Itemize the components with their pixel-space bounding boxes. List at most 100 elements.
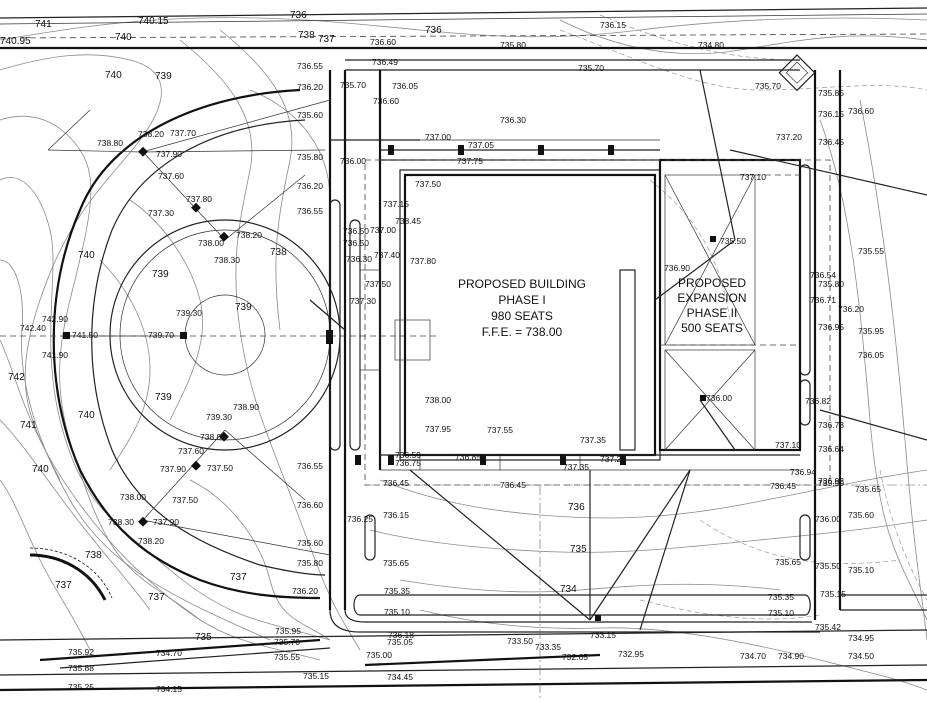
spot-elevation: 736.30 — [500, 115, 526, 125]
spot-elevation: 737.00 — [370, 225, 396, 235]
contour-label: 737 — [230, 572, 247, 583]
contour-label: 740.15 — [138, 16, 169, 27]
spot-elevation: 737.95 — [425, 424, 451, 434]
spot-elevation: 737.70 — [170, 128, 196, 138]
contour-label: 738 — [298, 30, 315, 41]
contour-label: 737 — [318, 34, 335, 45]
spot-elevation: 736.90 — [664, 263, 690, 273]
contour-label: 742 — [8, 372, 25, 383]
spot-elevation: 741.90 — [42, 350, 68, 360]
building-name-line1: PROPOSED BUILDING — [458, 277, 586, 291]
spot-elevation: 736.55 — [297, 61, 323, 71]
spot-elevation: 735.00 — [366, 650, 392, 660]
spot-elevation: 741.50 — [72, 330, 98, 340]
spot-elevation: 736.95 — [818, 322, 844, 332]
spot-elevation: 735.95 — [275, 626, 301, 636]
spot-elevation: 736.59 — [395, 450, 421, 460]
spot-elevation: 736.50 — [343, 238, 369, 248]
spot-elevation: 733.50 — [507, 636, 533, 646]
contour-label: 741 — [20, 420, 37, 431]
spot-elevation: 735.65 — [383, 558, 409, 568]
spot-elevation: 736.85 — [455, 452, 481, 462]
spot-elevation: 737.20 — [776, 132, 802, 142]
contour-label: 737 — [148, 592, 165, 603]
spot-elevation: 736.94 — [790, 467, 816, 477]
spot-elevation: 737.35 — [580, 435, 606, 445]
spot-elevation: 736.18 — [388, 630, 414, 640]
contour-label: 741 — [35, 19, 52, 30]
spot-elevation: 734.15 — [156, 684, 182, 694]
spot-elevation: 742.40 — [20, 323, 46, 333]
spot-elevation: 736.60 — [297, 500, 323, 510]
spot-elevation: 735.50 — [815, 561, 841, 571]
spot-elevation: 737.60 — [178, 446, 204, 456]
spot-elevation: 738.20 — [236, 230, 262, 240]
spot-elevation: 736.20 — [292, 586, 318, 596]
diamond-structure — [778, 54, 816, 92]
spot-elevation: 736.50 — [343, 226, 369, 236]
spot-elevation: 738.30 — [214, 255, 240, 265]
spot-elevation: 736.15 — [818, 109, 844, 119]
contour-label: 737 — [55, 580, 72, 591]
spot-elevation: 737.10 — [775, 440, 801, 450]
spot-elevation: 735.10 — [768, 608, 794, 618]
spot-elevation: 736.45 — [383, 478, 409, 488]
spot-elevation: 735.70 — [755, 81, 781, 91]
spot-elevation: 738.00 — [425, 395, 451, 405]
spot-elevation: 738.80 — [97, 138, 123, 148]
spot-elevation: 736.55 — [297, 206, 323, 216]
spot-elevation: 735.35 — [768, 592, 794, 602]
contour-label: 740 — [115, 32, 132, 43]
contour-label: 739 — [155, 392, 172, 403]
spot-elevation: 735.80 — [297, 152, 323, 162]
spot-elevation: 738.45 — [395, 216, 421, 226]
spot-elevation: 736.60 — [848, 106, 874, 116]
spot-elevation: 735.35 — [384, 586, 410, 596]
contour-label: 740 — [105, 70, 122, 81]
spot-elevation: 737.55 — [487, 425, 513, 435]
contour-label: 735 — [195, 632, 212, 643]
spot-elevation: 736.71 — [810, 295, 836, 305]
spot-elevation: 736.05 — [392, 81, 418, 91]
spot-elevations: 736.55 736.20 735.60 735.80 736.20 736.5… — [20, 20, 884, 694]
spot-elevation: 736.82 — [805, 396, 831, 406]
spot-elevation: 737.40 — [374, 250, 400, 260]
spot-elevation: 737.10 — [740, 172, 766, 182]
spot-elevation: 736.54 — [810, 270, 836, 280]
spot-elevation: 738.00 — [200, 432, 226, 442]
contour-label: 736 — [425, 25, 442, 36]
spot-elevation: 737.05 — [468, 140, 494, 150]
spot-elevation: 737.60 — [158, 171, 184, 181]
building-name-line2: PHASE I — [498, 293, 545, 307]
contour-label: 739 — [152, 269, 169, 280]
spot-elevation: 737.35 — [563, 462, 589, 472]
spot-elevation: 735.70 — [578, 63, 604, 73]
spot-elevation: 738.90 — [233, 402, 259, 412]
spot-elevation: 739.30 — [176, 308, 202, 318]
spot-elevation: 736.20 — [297, 82, 323, 92]
spot-elevation: 734.90 — [778, 651, 804, 661]
expansion-seats: 500 SEATS — [681, 321, 743, 335]
spot-elevation: 737.80 — [186, 194, 212, 204]
spot-elevation: 735.15 — [303, 671, 329, 681]
top-road — [0, 7, 927, 50]
spot-elevation: 734.95 — [848, 633, 874, 643]
spot-elevation: 735.80 — [297, 558, 323, 568]
spot-elevation: 737.50 — [365, 279, 391, 289]
spot-elevation: 736.00 — [340, 156, 366, 166]
building-footprint — [359, 139, 800, 471]
contour-label: 736 — [290, 10, 307, 21]
spot-elevation: 735.25 — [68, 682, 94, 692]
expansion-line1: PROPOSED — [678, 276, 746, 290]
arrow-annotation — [29, 547, 113, 601]
spot-elevation: 737.90 — [153, 517, 179, 527]
spot-elevation: 735.90 — [818, 478, 844, 488]
spot-elevation: 737.75 — [457, 156, 483, 166]
spot-elevation: 736.15 — [383, 510, 409, 520]
spot-elevation: 736.73 — [818, 420, 844, 430]
spot-elevation: 735.05 — [387, 637, 413, 647]
spot-elevation: 736.45 — [770, 481, 796, 491]
spot-elevation: 736.49 — [372, 57, 398, 67]
